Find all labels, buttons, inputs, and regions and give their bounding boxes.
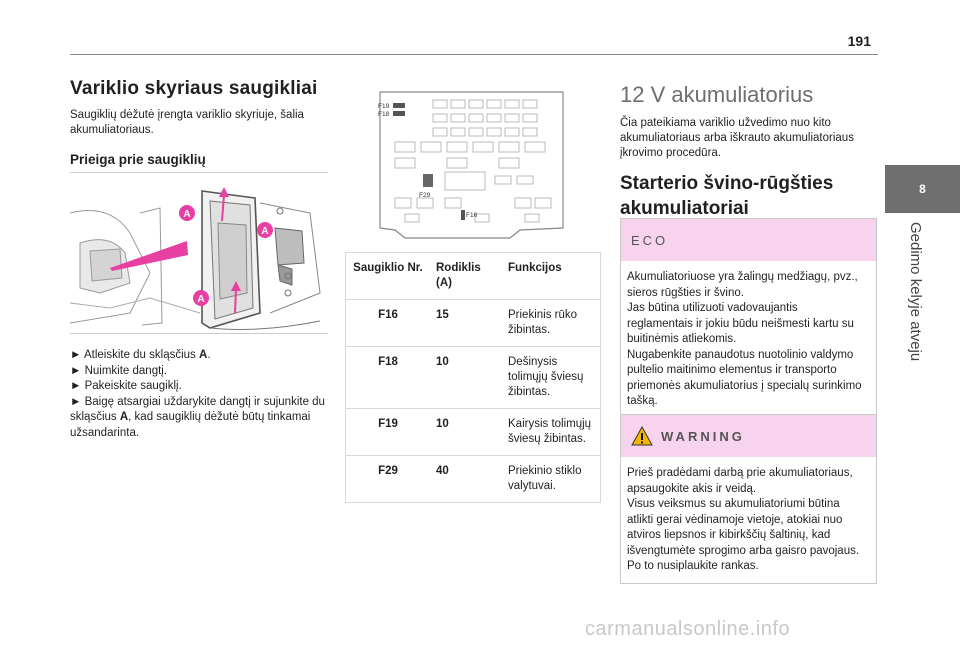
fusebox-access-illustration: A A A [69,172,328,334]
table-row: F19 10 Kairysis tolimųjų šviesų žibintas… [345,408,601,456]
warning-text: Prieš pradėdami darbą prie akumuliatoria… [627,467,860,572]
chapter-number: 8 [919,182,926,196]
battery-title: 12 V akumuliatorius [620,82,814,107]
header-fuse-nr: Saugiklio Nr. [345,252,430,300]
fuse-label-f18: F18 [378,111,390,118]
fuse-label-f19: F19 [378,103,390,110]
label-a-2: A [261,226,268,237]
step-item: ► Pakeiskite saugiklį. [70,380,182,392]
table-row: F29 40 Priekinio stiklo valytuvai. [345,455,601,503]
battery-intro: Čia pateikiama variklio užvedimo nuo kit… [620,117,854,159]
eco-text: Akumuliatoriuose yra žalingų medžiagų, p… [627,271,862,407]
section-subtitle: Prieiga prie saugiklių [70,152,206,167]
step-item: ► Baigę atsargiai uždarykite dangtį ir s… [70,395,325,439]
table-header-row: Saugiklio Nr. Rodiklis (A) Funkcijos [345,252,601,300]
warning-triangle-icon [631,426,653,446]
page-number: 191 [847,33,871,49]
fuse-label-f16: F16 [466,212,478,219]
engine-fuses-section: Variklio skyriaus saugikliai Saugiklių d… [70,78,328,175]
label-a-1: A [183,209,190,220]
battery-section: 12 V akumuliatorius Čia pateikiama varik… [620,82,875,221]
section-intro: Saugiklių dėžutė įrengta variklio skyriu… [70,109,304,136]
table-row: F18 10 Dešinysis tolimųjų šviesų žibinta… [345,346,601,409]
watermark: carmanualsonline.info [585,618,791,640]
eco-header: ECO [621,219,876,261]
header-rule [70,54,878,55]
battery-subtitle: Starterio švino-rūgšties akumuliatoriai [620,173,834,219]
header-rating: Rodiklis (A) [430,252,502,300]
step-item: ► Nuimkite dangtį. [70,364,168,377]
fusebox-cover-drawing: A A A [69,187,321,330]
fuse-label-f29: F29 [419,192,431,199]
warning-box: WARNING Prieš pradėdami darbą prie akumu… [620,414,877,584]
header-functions: Funkcijos [502,252,601,300]
label-a-3: A [197,294,204,305]
section-title: Variklio skyriaus saugikliai [70,78,318,99]
table-row: F16 15 Priekinis rūko žibintas. [345,299,601,347]
warning-header: WARNING [661,428,745,444]
fuse-table: Saugiklio Nr. Rodiklis (A) Funkcijos F16… [345,252,601,503]
procedure-steps: ► Atleiskite du skląsčius A. ► Nuimkite … [70,348,328,441]
chapter-tab[interactable]: 8 [885,165,960,213]
step-item: ► Atleiskite du skląsčius A. [70,349,211,361]
chapter-label: Gedimo kelyje atveju [907,222,924,362]
eco-box: ECO Akumuliatoriuose yra žalingų medžiag… [620,218,877,419]
fusebox-diagram: F19 F18 F29 F16 [345,80,601,240]
